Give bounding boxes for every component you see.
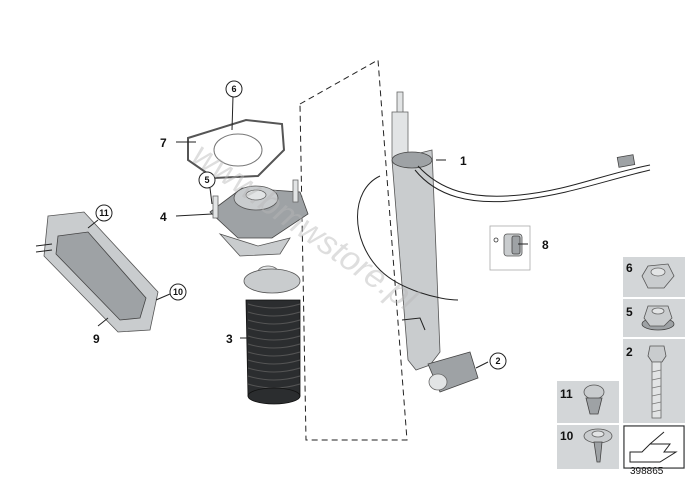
svg-text:6: 6 — [231, 84, 236, 94]
svg-text:8: 8 — [542, 238, 549, 252]
svg-text:4: 4 — [160, 210, 167, 224]
panel-item-6[interactable]: 6 — [621, 255, 686, 299]
svg-text:6: 6 — [626, 261, 633, 275]
callout-6[interactable]: 6 — [225, 80, 243, 98]
svg-text:5: 5 — [204, 175, 209, 185]
svg-text:11: 11 — [560, 387, 573, 401]
svg-text:1: 1 — [460, 154, 467, 168]
callout-10[interactable]: 10 — [169, 283, 187, 301]
panel-item-10[interactable]: 10 — [555, 423, 621, 471]
callout-4[interactable]: 4 — [160, 210, 167, 224]
callout-2[interactable]: 2 — [489, 352, 507, 370]
panel-item-5[interactable]: 5 — [621, 297, 686, 339]
svg-text:2: 2 — [495, 356, 500, 366]
support-bearing[interactable] — [209, 179, 309, 257]
panel-item-11[interactable]: 11 — [555, 379, 621, 425]
svg-text:10: 10 — [560, 429, 574, 443]
assembly-outline — [299, 59, 408, 441]
callout-11[interactable]: 11 — [95, 204, 113, 222]
svg-text:9: 9 — [93, 332, 100, 346]
svg-text:7: 7 — [160, 136, 167, 150]
parts-panel: 6 5 2 11 — [555, 255, 686, 471]
svg-text:5: 5 — [626, 305, 633, 319]
cover-plate[interactable] — [35, 211, 159, 333]
svg-text:3: 3 — [226, 332, 233, 346]
shock-absorber[interactable] — [357, 91, 651, 393]
leader-lines — [87, 95, 528, 369]
callout-7[interactable]: 7 — [160, 136, 167, 150]
callout-8[interactable]: 8 — [542, 238, 549, 252]
gasket[interactable] — [187, 118, 286, 180]
watermark: www.bmwstore.pl — [185, 135, 425, 319]
direction-arrow-icon — [621, 423, 686, 471]
diagram-number: 398865 — [630, 466, 664, 477]
callout-3[interactable]: 3 — [226, 332, 233, 346]
protective-boot[interactable] — [243, 265, 301, 405]
callout-5[interactable]: 5 — [198, 171, 216, 189]
svg-text:11: 11 — [99, 208, 109, 218]
callout-1[interactable]: 1 — [460, 154, 467, 168]
panel-item-2[interactable]: 2 — [621, 337, 686, 425]
callout-9[interactable]: 9 — [93, 332, 100, 346]
rubber-mount[interactable] — [489, 225, 531, 271]
svg-text:10: 10 — [173, 287, 183, 297]
svg-text:2: 2 — [626, 345, 633, 359]
